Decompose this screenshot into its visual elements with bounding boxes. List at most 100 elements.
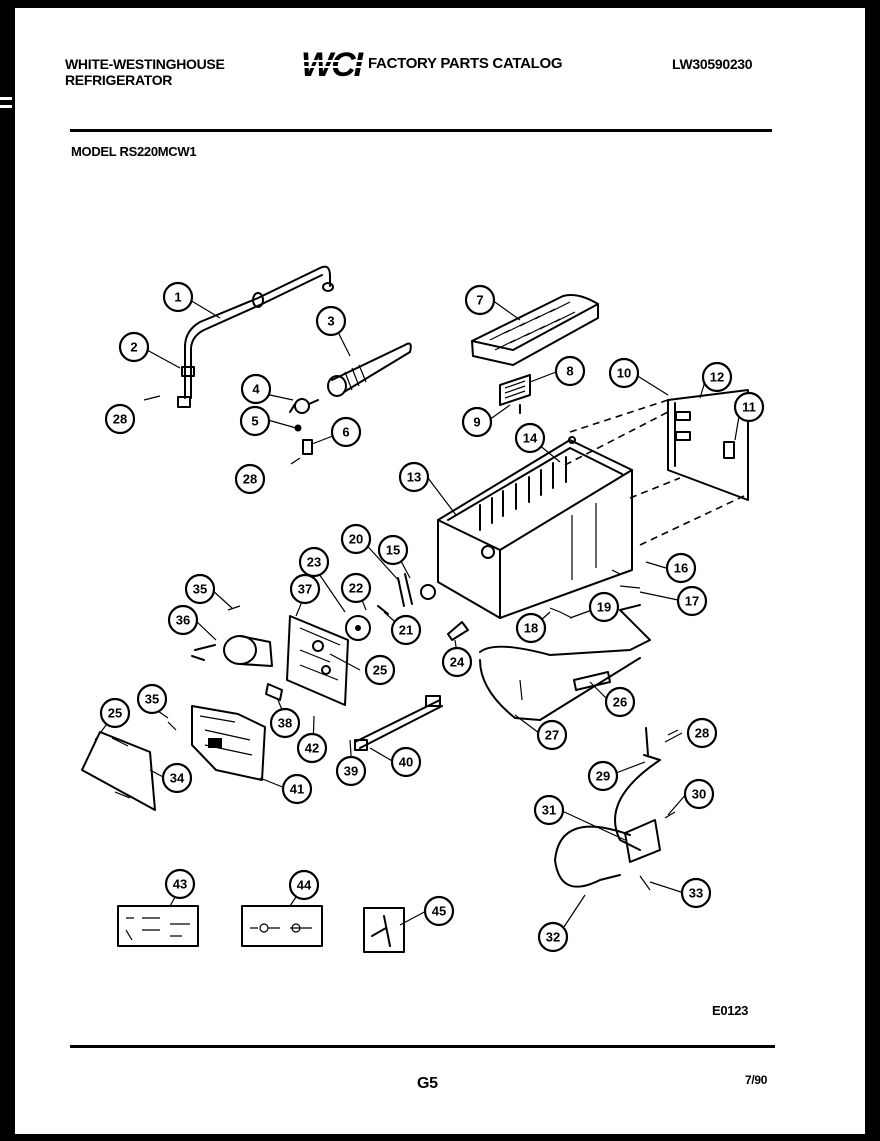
callout-29: 29 [587,760,619,792]
callout-28: 28 [104,403,136,435]
water-valve-parts [554,727,679,891]
footer-rule [70,1045,775,1048]
svg-text:11: 11 [742,400,756,415]
svg-text:45: 45 [432,904,446,919]
svg-text:33: 33 [689,886,703,901]
callout-25: 25 [99,697,131,729]
callout-38: 38 [269,707,301,739]
callout-1: 1 [162,281,194,313]
callout-36: 36 [167,604,199,636]
svg-text:16: 16 [674,561,688,576]
callout-13: 13 [398,461,430,493]
parts-catalog-page: WHITE-WESTINGHOUSE REFRIGERATOR WCI FACT… [15,8,865,1134]
callout-28: 28 [686,717,718,749]
callout-25: 25 [364,654,396,686]
svg-text:6: 6 [342,425,349,440]
svg-text:40: 40 [399,755,413,770]
svg-text:30: 30 [692,787,706,802]
exploded-parts-diagram: 1 2 28 3 4 5 6 28 7 8 9 10 12 11 14 13 1… [81,265,765,953]
callout-34: 34 [161,762,193,794]
svg-text:28: 28 [113,412,127,427]
brand-line-1: WHITE-WESTINGHOUSE [65,56,225,72]
housing-part-13 [437,436,633,619]
brand-heading: WHITE-WESTINGHOUSE REFRIGERATOR [65,56,225,88]
svg-text:15: 15 [386,543,400,558]
svg-text:5: 5 [251,414,258,429]
svg-text:39: 39 [344,764,358,779]
svg-text:14: 14 [523,431,538,446]
callout-39: 39 [335,755,367,787]
callout-28: 28 [234,463,266,495]
svg-text:29: 29 [596,769,610,784]
brand-line-2: REFRIGERATOR [65,72,173,88]
svg-text:17: 17 [685,594,699,609]
side-cover-part-12 [667,389,749,501]
callout-41: 41 [281,773,313,805]
callout-21: 21 [390,614,422,646]
svg-text:12: 12 [710,370,724,385]
svg-text:13: 13 [407,470,421,485]
callout-22: 22 [340,572,372,604]
svg-text:23: 23 [307,555,321,570]
callout-5: 5 [239,405,271,437]
svg-text:32: 32 [546,930,560,945]
callout-19: 19 [588,591,620,623]
callout-45: 45 [423,895,455,927]
alignment-lines [564,399,747,546]
callout-40: 40 [390,746,422,778]
callout-10: 10 [608,357,640,389]
cover-plate-part-34 [81,731,156,811]
callout-37: 37 [289,573,321,605]
small-fittings [143,395,319,465]
callout-11: 11 [733,391,765,423]
bracket-part-8 [499,374,531,414]
svg-text:31: 31 [542,803,556,818]
svg-text:42: 42 [305,741,319,756]
callout-6: 6 [330,416,362,448]
callout-44: 44 [288,869,320,901]
callout-31: 31 [533,794,565,826]
svg-text:3: 3 [327,314,334,329]
svg-text:28: 28 [695,726,709,741]
circuit-board-part-41 [167,705,266,781]
arm-part-27 [479,604,651,721]
model-label: MODEL RS220MCW1 [71,144,197,159]
svg-text:36: 36 [176,613,190,628]
scan-edge-mark [0,105,12,108]
rod-part-3 [327,342,412,397]
callout-33: 33 [680,877,712,909]
motor-part-36 [191,605,273,667]
callout-30: 30 [683,778,715,810]
svg-text:24: 24 [450,655,465,670]
callout-27: 27 [536,719,568,751]
control-plate-part-39 [265,615,349,706]
svg-text:21: 21 [399,623,413,638]
callout-12: 12 [701,361,733,393]
svg-text:41: 41 [290,782,304,797]
svg-text:38: 38 [278,716,292,731]
callout-20: 20 [340,523,372,555]
callout-42: 42 [296,732,328,764]
fill-tube-part [177,265,334,408]
svg-text:35: 35 [145,692,159,707]
decal-parts [117,905,405,953]
svg-text:27: 27 [545,728,559,743]
callout-18: 18 [515,612,547,644]
callout-8: 8 [554,355,586,387]
svg-text:19: 19 [597,600,611,615]
catalog-title: FACTORY PARTS CATALOG [368,55,563,72]
callout-26: 26 [604,686,636,718]
svg-text:4: 4 [252,382,260,397]
callout-15: 15 [377,534,409,566]
ice-mold-part-7 [471,294,599,366]
callout-9: 9 [461,406,493,438]
callout-35: 35 [184,573,216,605]
svg-text:28: 28 [243,472,257,487]
callout-3: 3 [315,305,347,337]
svg-text:18: 18 [524,621,538,636]
callout-4: 4 [240,373,272,405]
catalog-number: LW30590230 [672,56,753,72]
callout-7: 7 [464,284,496,316]
callout-2: 2 [118,331,150,363]
gear-assembly-parts [345,569,641,641]
